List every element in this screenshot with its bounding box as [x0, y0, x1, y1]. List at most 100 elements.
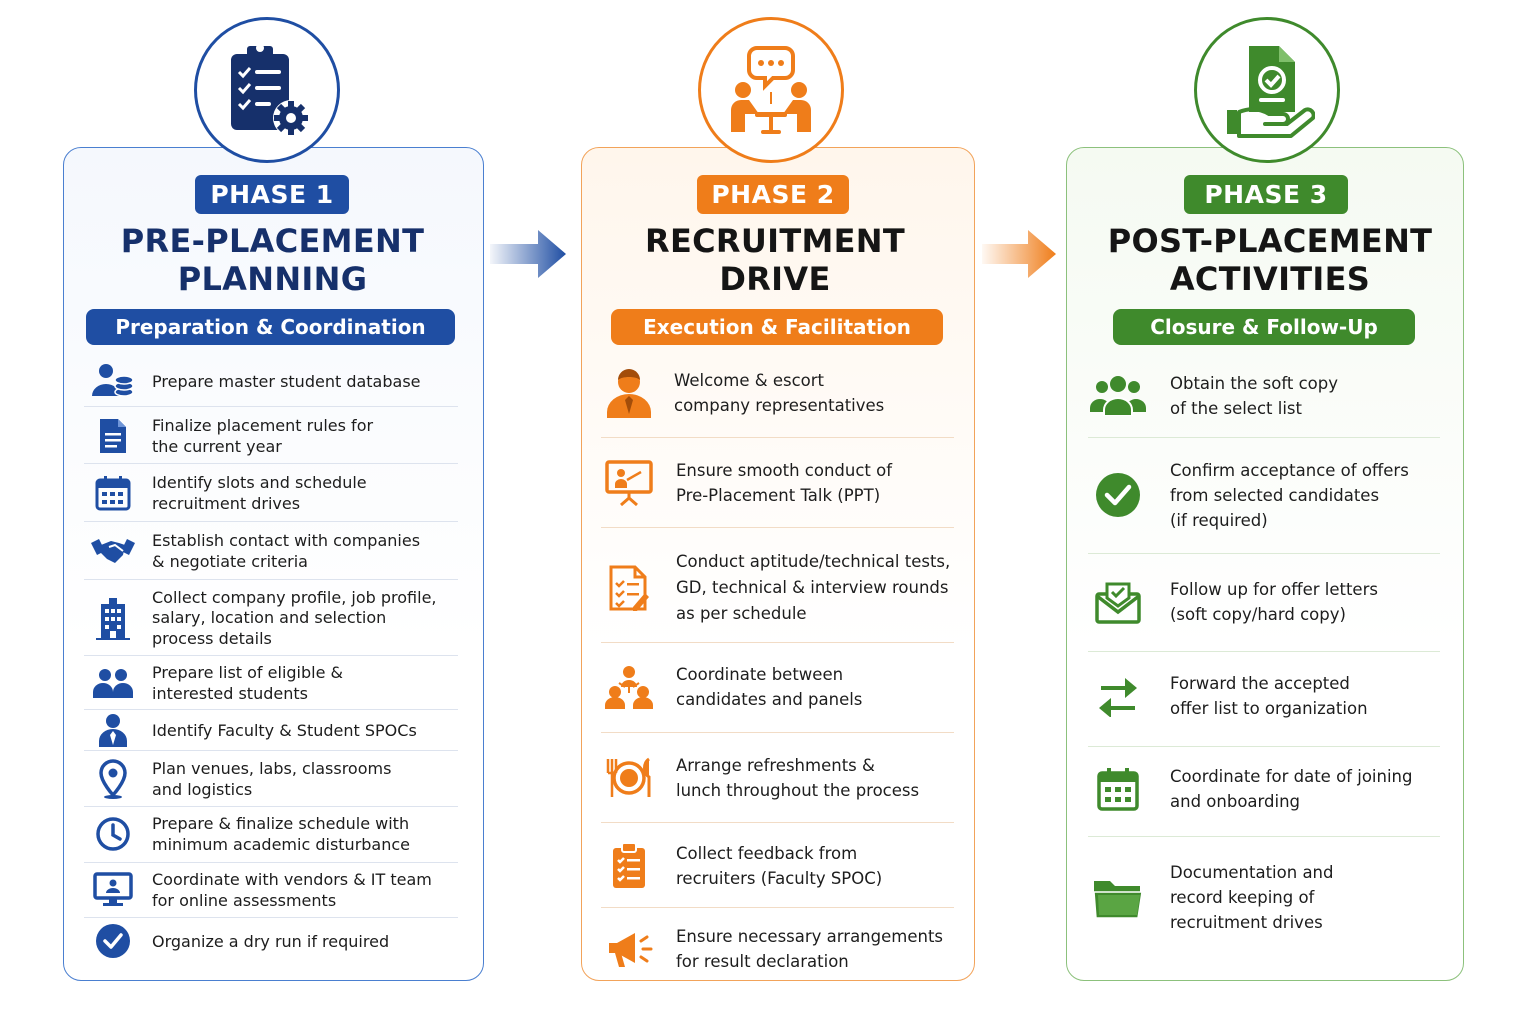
divider: [601, 822, 954, 823]
list-item: Identify slots and schedule recruitment …: [90, 471, 367, 515]
phase-3-title-line-2: ACTIVITIES: [1169, 260, 1371, 298]
list-item-text: Obtain the soft copy of the select list: [1170, 374, 1338, 418]
list-item-text: Identify slots and schedule recruitment …: [152, 473, 367, 513]
list-item: Establish contact with companies & negot…: [90, 529, 420, 573]
student-database-icon: [90, 362, 136, 400]
location-pin-icon: [90, 759, 136, 799]
divider: [601, 732, 954, 733]
list-item-text: Documentation and record keeping of recr…: [1170, 862, 1334, 932]
phase-1-card: [63, 147, 484, 981]
phase-3-title-line-1: POST-PLACEMENT: [1107, 222, 1433, 260]
list-item-text: Plan venues, labs, classrooms and logist…: [152, 759, 392, 799]
phase-2-badge: PHASE 2: [697, 175, 849, 214]
list-item-text: Confirm acceptance of offers from select…: [1170, 460, 1409, 530]
divider: [601, 527, 954, 528]
list-item-text: Coordinate between candidates and panels: [676, 665, 863, 709]
calendar-icon: [90, 475, 136, 511]
list-item: Prepare master student database: [90, 361, 421, 401]
phase-2-title-line-1: RECRUITMENT: [645, 222, 905, 260]
divider: [84, 406, 458, 407]
meeting-discussion-icon: [698, 17, 844, 163]
list-item-text: Coordinate with vendors & IT team for on…: [152, 870, 432, 910]
list-item: Arrange refreshments & lunch throughout …: [604, 750, 919, 806]
list-item: Prepare & finalize schedule with minimum…: [90, 812, 410, 856]
group-icon: [1090, 376, 1146, 416]
list-item-text: Forward the accepted offer list to organ…: [1170, 674, 1368, 718]
list-item-text: Finalize placement rules for the current…: [152, 416, 374, 456]
list-item-text: Collect company profile, job profile, sa…: [152, 587, 437, 648]
list-item: Finalize placement rules for the current…: [90, 414, 373, 458]
divider: [84, 579, 458, 580]
list-item: Prepare list of eligible & interested st…: [90, 662, 343, 704]
document-icon: [90, 417, 136, 455]
divider: [84, 463, 458, 464]
presentation-icon: [604, 460, 654, 506]
phase-2-title: RECRUITMENT DRIVE: [600, 222, 950, 298]
divider: [84, 806, 458, 807]
divider: [84, 709, 458, 710]
divider: [601, 437, 954, 438]
phase-1-title: PRE-PLACEMENT PLANNING: [90, 222, 455, 298]
clipboard-gear-icon: [194, 17, 340, 163]
person-icon: [90, 713, 136, 747]
list-item-text: Coordinate for date of joining and onboa…: [1170, 767, 1413, 811]
list-item: Obtain the soft copy of the select list: [1090, 368, 1338, 424]
divider: [1088, 437, 1440, 438]
list-item-text: Prepare master student database: [152, 371, 421, 391]
list-item-text: Collect feedback from recruiters (Facult…: [676, 844, 883, 888]
representative-icon: [604, 368, 654, 418]
clipboard-icon: [604, 842, 654, 890]
list-item: Plan venues, labs, classrooms and logist…: [90, 757, 391, 801]
divider: [84, 917, 458, 918]
phase-1-subtitle: Preparation & Coordination: [86, 309, 455, 345]
folder-icon: [1090, 875, 1146, 919]
list-item: Forward the accepted offer list to organ…: [1090, 668, 1368, 724]
list-item: Coordinate between candidates and panels: [604, 659, 862, 715]
divider: [1088, 553, 1440, 554]
list-item-text: Ensure necessary arrangements for result…: [676, 927, 944, 971]
phase-1-title-line-1: PRE-PLACEMENT: [120, 222, 425, 260]
clock-icon: [90, 816, 136, 852]
list-item: Identify Faculty & Student SPOCs: [90, 712, 417, 748]
phase-1-badge: PHASE 1: [195, 175, 349, 214]
arrow-right-icon: [982, 230, 1056, 278]
list-item-text: Prepare list of eligible & interested st…: [152, 663, 343, 703]
list-item-text: Conduct aptitude/technical tests, GD, te…: [676, 552, 951, 623]
handshake-icon: [90, 537, 136, 565]
building-icon: [90, 597, 136, 640]
phase-1-title-line-2: PLANNING: [177, 260, 368, 298]
list-item-text: Establish contact with companies & negot…: [152, 531, 421, 571]
check-circle-icon: [90, 923, 136, 959]
dining-plate-icon: [604, 757, 654, 799]
megaphone-icon: [604, 929, 654, 969]
list-item: Documentation and record keeping of recr…: [1090, 857, 1334, 937]
arrow-right-icon: [490, 230, 566, 278]
phase-2-subtitle: Execution & Facilitation: [611, 309, 943, 345]
divider: [84, 521, 458, 522]
phase-3-card: [1066, 147, 1464, 981]
list-item-text: Identify Faculty & Student SPOCs: [152, 720, 417, 740]
coordination-icon: [604, 665, 654, 709]
list-item: Collect company profile, job profile, sa…: [90, 587, 437, 650]
phase-3-subtitle: Closure & Follow-Up: [1113, 309, 1415, 345]
list-item-text: Ensure smooth conduct of Pre-Placement T…: [676, 461, 893, 505]
list-item: Collect feedback from recruiters (Facult…: [604, 838, 882, 894]
list-item: Confirm acceptance of offers from select…: [1090, 455, 1409, 535]
mail-icon: [1090, 580, 1146, 624]
list-item: Coordinate with vendors & IT team for on…: [90, 868, 432, 912]
list-item: Welcome & escort company representatives: [604, 365, 884, 421]
divider: [1088, 746, 1440, 747]
list-item: Coordinate for date of joining and onboa…: [1090, 761, 1412, 817]
list-item: Ensure necessary arrangements for result…: [604, 921, 943, 977]
phase-2-title-line-2: DRIVE: [719, 260, 831, 298]
list-item-text: Welcome & escort company representatives: [674, 371, 885, 415]
list-item: Follow up for offer letters (soft copy/h…: [1090, 574, 1378, 630]
divider: [1088, 836, 1440, 837]
check-circle-icon: [1090, 472, 1146, 518]
list-item-text: Arrange refreshments & lunch throughout …: [676, 756, 920, 800]
transfer-arrows-icon: [1090, 675, 1146, 717]
monitor-icon: [90, 872, 136, 908]
list-item: Ensure smooth conduct of Pre-Placement T…: [604, 455, 892, 511]
phase-3-badge: PHASE 3: [1184, 175, 1348, 214]
